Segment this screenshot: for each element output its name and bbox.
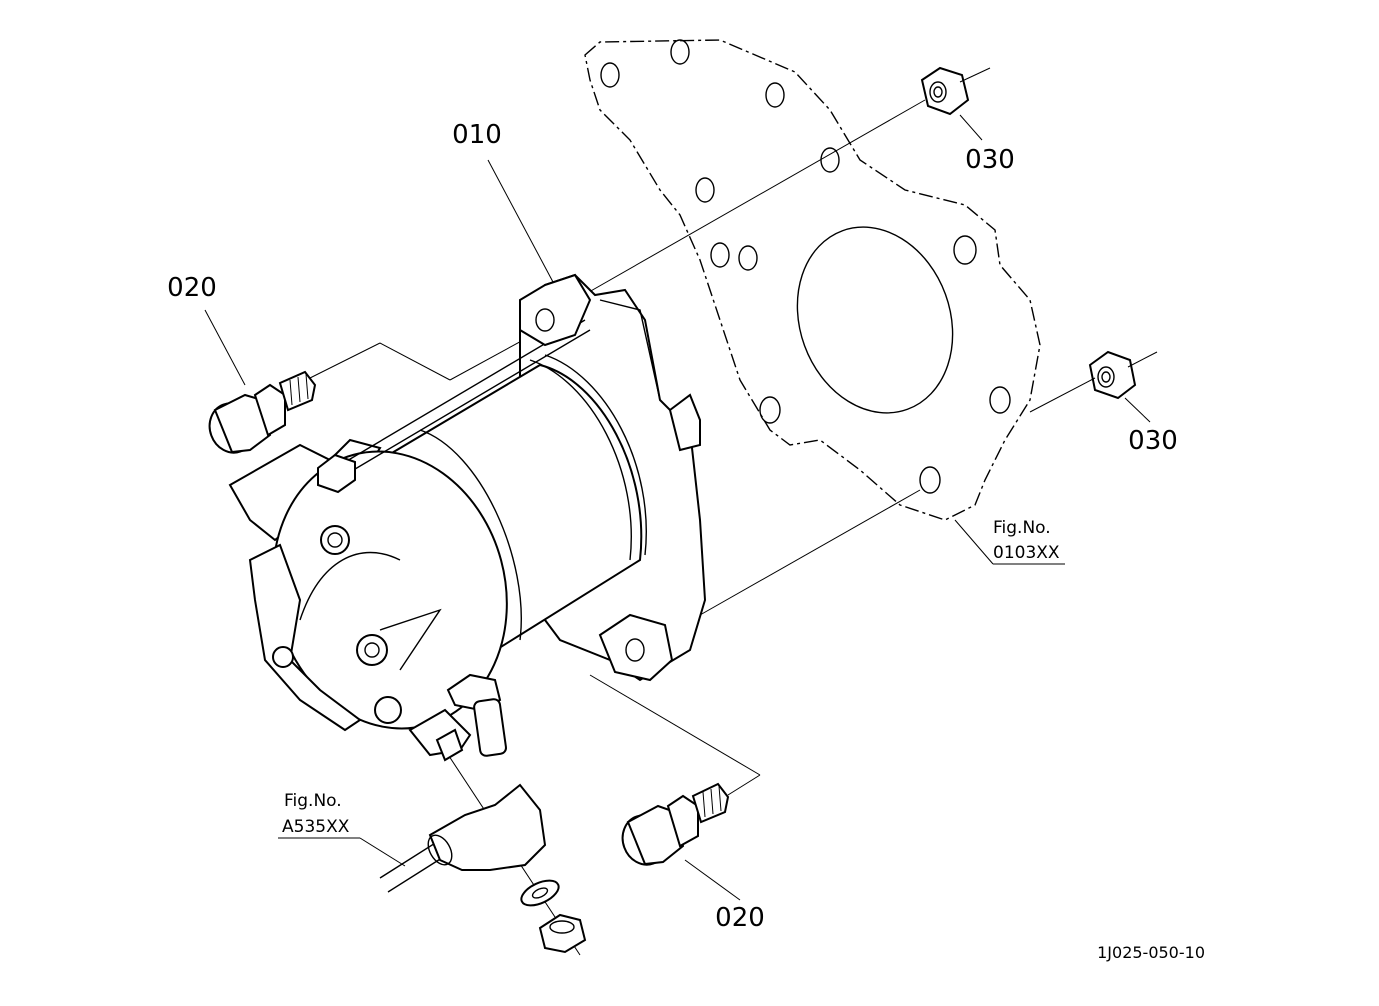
cable-ref-line1: Fig.No. (284, 791, 342, 811)
starter-motor (228, 273, 707, 762)
terminal-nut (538, 913, 587, 954)
terminal-washer (520, 879, 560, 907)
nut-lower (1088, 350, 1158, 400)
bolt-lower (621, 782, 730, 866)
label-020-lower: 020 (715, 903, 765, 933)
drawing-code: 1J025-050-10 (1097, 943, 1205, 962)
cable-ref-line2: A535XX (282, 817, 350, 837)
plate-ref-line2: 0103XX (993, 543, 1060, 563)
leader-lines (204, 114, 1151, 901)
label-020-upper: 020 (167, 273, 217, 303)
cable-connector (379, 783, 547, 893)
nut-upper (920, 66, 991, 116)
assembly-lines (309, 99, 1096, 956)
mounting-plate (584, 39, 1041, 521)
plate-ref-line1: Fig.No. (993, 518, 1051, 538)
label-030-lower: 030 (1128, 426, 1178, 456)
label-010: 010 (452, 120, 502, 150)
bolt-upper (208, 370, 317, 454)
label-030-upper: 030 (965, 145, 1015, 175)
